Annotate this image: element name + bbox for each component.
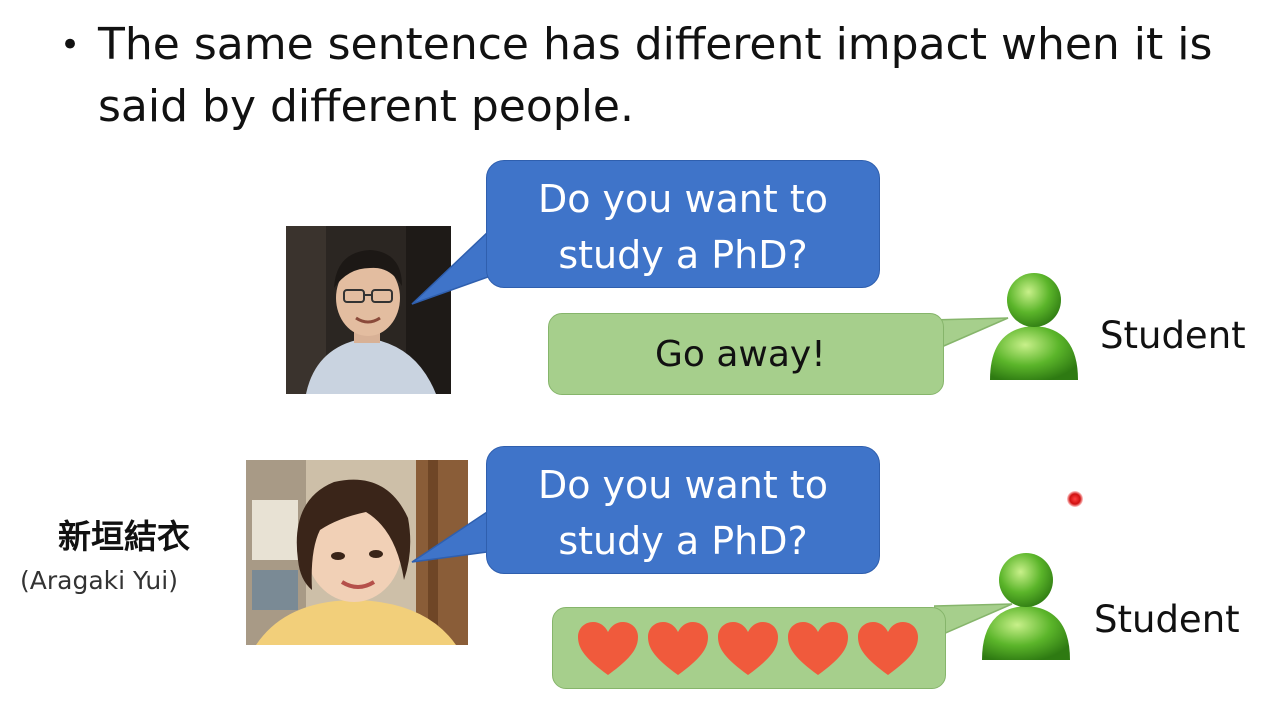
reply-tail [934, 603, 1013, 639]
bullet-text: The same sentence has different impact w… [98, 19, 1213, 132]
student-label: Student [1094, 598, 1240, 641]
question-line-1: Do you want to [537, 177, 829, 221]
student-label: Student [1100, 314, 1246, 357]
reply-tail [930, 317, 1009, 353]
student-avatar-icon [982, 553, 1070, 660]
question-line-2: study a PhD? [558, 233, 808, 277]
heart-icon [858, 622, 918, 675]
heart-icon [648, 622, 708, 675]
person-name-japanese: 新垣結衣 [58, 517, 190, 556]
laser-pointer [1067, 491, 1083, 507]
question-bubble: Do you want to study a PhD? [486, 446, 880, 574]
person-name-english: (Aragaki Yui) [20, 566, 178, 595]
question-bubble: Do you want to study a PhD? [486, 160, 880, 288]
question-line-1: Do you want to [537, 463, 829, 507]
heart-icon [718, 622, 778, 675]
heart-icon [788, 622, 848, 675]
hearts-row [576, 621, 920, 677]
professor-photo [286, 226, 451, 394]
bullet-dot-icon: • [60, 25, 81, 65]
reply-bubble [548, 313, 944, 395]
reply-text: Go away! [655, 334, 826, 375]
bullet-point: • The same sentence has different impact… [60, 14, 1260, 138]
heart-icon [578, 622, 638, 675]
question-line-2: study a PhD? [558, 519, 808, 563]
student-avatar-icon [990, 273, 1078, 380]
